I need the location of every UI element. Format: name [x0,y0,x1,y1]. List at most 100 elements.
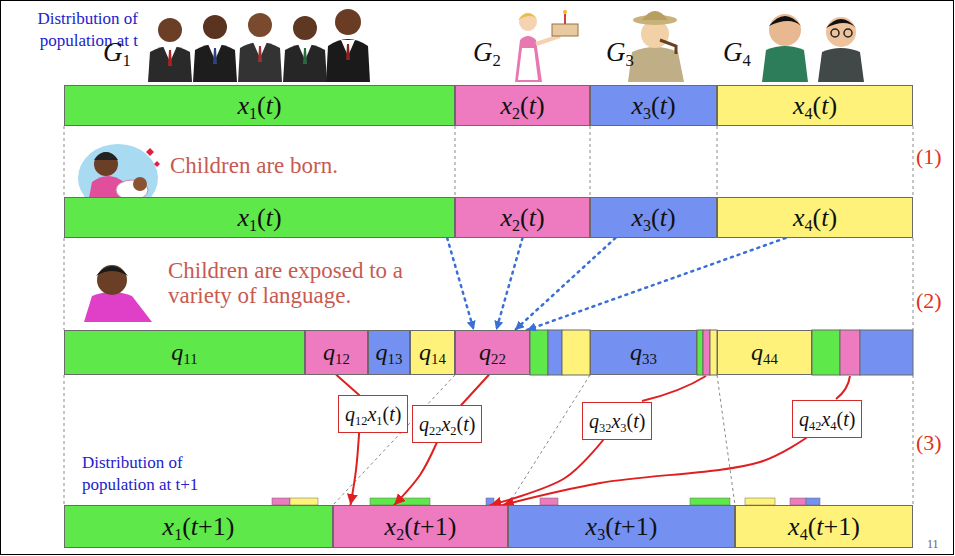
math-subscript: 2 [512,216,520,233]
math-glyph: ( [257,203,266,232]
share-sliver [562,330,590,375]
step-number: (3) [916,430,942,456]
math-glyph: ) [273,203,282,232]
math-label: q11 [171,339,197,366]
flow-arrow [394,443,436,505]
guide-line [913,126,914,197]
math-glyph: x [821,408,830,430]
math-glyph: t [660,91,667,120]
math-glyph: x [586,512,598,541]
math-glyph: x [631,91,643,120]
group-label: G3 [606,36,634,68]
girl-clipart [84,265,152,322]
math-glyph: q [376,339,388,365]
math-glyph: ( [182,512,191,541]
step-number: (2) [916,288,942,314]
math-glyph: q [345,403,355,425]
man-pipe-clipart [660,40,676,54]
math-glyph: ) [469,413,476,435]
men-pair-clipart [826,19,856,28]
math-glyph: ) [849,408,856,430]
share-chip [272,498,290,505]
men-pair-clipart [769,14,801,46]
math-glyph: ) [828,203,837,232]
math-glyph: q [479,339,491,365]
woman-clipart [519,13,537,31]
population-segment: q14 [410,330,455,375]
math-label: x3(t+1) [586,512,658,542]
math-subscript: 1 [123,51,131,70]
math-label: q14 [419,339,446,366]
math-label: q44 [751,339,778,366]
math-label: q13 [376,339,403,366]
math-glyph: +1) [621,512,657,541]
math-glyph: ( [456,413,463,435]
math-subscript: 32 [599,421,611,435]
guide-line [64,126,913,505]
math-label: x2(t) [500,203,544,233]
math-glyph: x [441,413,450,435]
math-label: q12 [323,339,350,366]
men-pair-clipart [844,29,852,37]
math-glyph: t [463,413,469,435]
math-label: q22x2(t) [419,409,475,439]
math-label: x4(t) [793,91,837,121]
math-glyph: t [633,410,639,432]
men-clipart [158,18,182,42]
mother-baby-clipart [133,177,147,191]
population-segment: q22 [455,330,530,375]
share-chip [272,498,820,505]
woman-clipart [563,10,567,14]
share-chip [790,498,806,505]
math-label: x4(t) [793,203,837,233]
math-glyph: ( [626,410,633,432]
math-label: x2(t+1) [385,512,457,542]
math-subscript: 44 [763,351,778,367]
men-clipart [148,46,192,82]
math-subscript: 14 [431,351,446,367]
population-segment: x3(t) [590,85,717,126]
math-subscript: 4 [830,419,836,433]
men-clipart [203,15,227,39]
math-glyph: t [413,512,420,541]
men-clipart [193,44,237,82]
math-glyph: G [723,37,743,67]
guide-line [590,126,591,197]
population-segment: q12 [305,330,368,375]
math-glyph: q [751,339,763,365]
girl-clipart [97,265,127,295]
share-chip [745,498,775,505]
share-sliver [697,330,703,375]
math-glyph: t [529,203,536,232]
flow-arrow [503,438,806,505]
population-segment: x2(t) [455,85,590,126]
math-glyph: q [799,408,809,430]
man-pipe-clipart [628,11,684,82]
guide-line [913,375,914,505]
population-segment: q33 [590,330,697,375]
math-subscript: 33 [642,351,657,367]
math-glyph: q [589,410,599,432]
population-segment: x2(t) [455,197,590,238]
share-chip [690,498,730,505]
math-glyph: t [266,91,273,120]
math-subscript: 4 [804,104,812,121]
men-pair-clipart [762,14,864,82]
guide-line [64,126,65,197]
narration-text: Children are exposed to a variety of lan… [168,258,443,309]
guide-line [64,238,65,330]
men-clipart [346,44,350,60]
math-label: x3(t) [631,203,675,233]
math-glyph: ) [395,403,402,425]
math-glyph: +1) [824,512,860,541]
flow-arrow [491,440,604,505]
math-subscript: 12 [335,351,350,367]
share-sliver [530,330,548,375]
exposure-arrow [496,238,522,330]
math-subscript: 4 [804,216,812,233]
math-glyph: ) [536,203,545,232]
flow-label-box: q42x4(t) [792,400,862,438]
